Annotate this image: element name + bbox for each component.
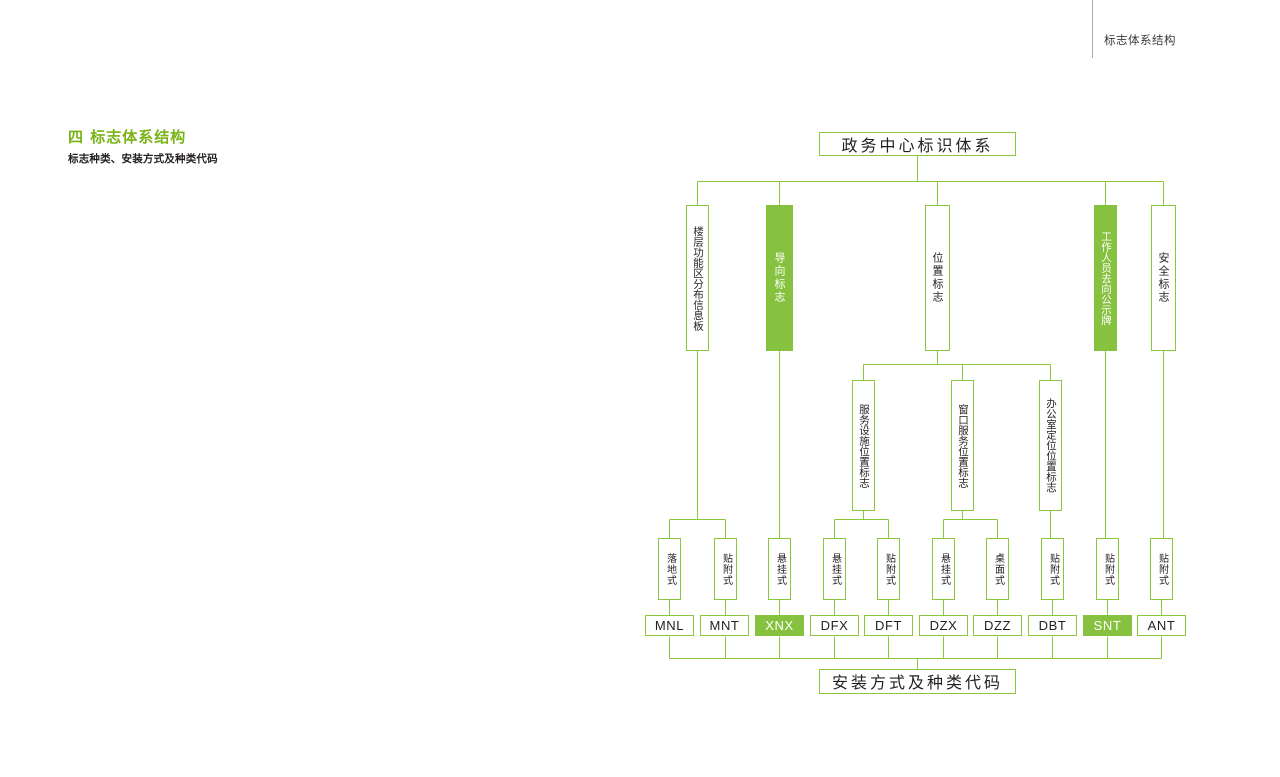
node-footer-install-and-code[interactable]: 安装方式及种类代码 xyxy=(819,669,1016,694)
node-location-sign[interactable]: 位置标志 xyxy=(925,205,950,351)
code-chip-xnx[interactable]: XNX xyxy=(755,615,804,636)
node-install-method-4[interactable]: 悬挂式 xyxy=(823,538,846,600)
node-install-method-7[interactable]: 桌面式 xyxy=(986,538,1009,600)
node-install-method-9[interactable]: 贴附式 xyxy=(1096,538,1119,600)
node-guidance-sign[interactable]: 导向标志 xyxy=(766,205,793,351)
code-chip-dzx[interactable]: DZX xyxy=(919,615,968,636)
node-service-facility-location-sign[interactable]: 服务设施位置标志 xyxy=(852,380,875,511)
code-chip-dbt[interactable]: DBT xyxy=(1028,615,1077,636)
code-chip-dzz[interactable]: DZZ xyxy=(973,615,1022,636)
node-floor-function-info-board[interactable]: 楼层功能区分布信息板 xyxy=(686,205,709,351)
node-install-method-3[interactable]: 悬挂式 xyxy=(768,538,791,600)
node-root[interactable]: 政务中心标识体系 xyxy=(819,132,1016,156)
header-divider-rule xyxy=(1092,0,1093,58)
code-chip-dfx[interactable]: DFX xyxy=(810,615,859,636)
node-window-service-location-sign[interactable]: 窗口服务位置标志 xyxy=(951,380,974,511)
node-install-method-6[interactable]: 悬挂式 xyxy=(932,538,955,600)
running-header-label: 标志体系结构 xyxy=(1104,33,1176,47)
node-install-method-8[interactable]: 贴附式 xyxy=(1041,538,1064,600)
code-chip-ant[interactable]: ANT xyxy=(1137,615,1186,636)
node-install-method-2[interactable]: 贴附式 xyxy=(714,538,737,600)
node-install-method-10[interactable]: 贴附式 xyxy=(1150,538,1173,600)
code-chip-snt[interactable]: SNT xyxy=(1083,615,1132,636)
node-install-method-1[interactable]: 落地式 xyxy=(658,538,681,600)
node-install-method-5[interactable]: 贴附式 xyxy=(877,538,900,600)
page-title: 四 标志体系结构 xyxy=(68,128,187,146)
code-chip-dft[interactable]: DFT xyxy=(864,615,913,636)
node-staff-whereabouts-board[interactable]: 工作人员去向公示牌 xyxy=(1094,205,1117,351)
code-chip-mnl[interactable]: MNL xyxy=(645,615,694,636)
node-safety-sign[interactable]: 安全标志 xyxy=(1151,205,1176,351)
node-office-positioning-location-sign[interactable]: 办公室定位位置标志 xyxy=(1039,380,1062,511)
page-subtitle: 标志种类、安装方式及种类代码 xyxy=(68,153,218,165)
code-chip-mnt[interactable]: MNT xyxy=(700,615,749,636)
